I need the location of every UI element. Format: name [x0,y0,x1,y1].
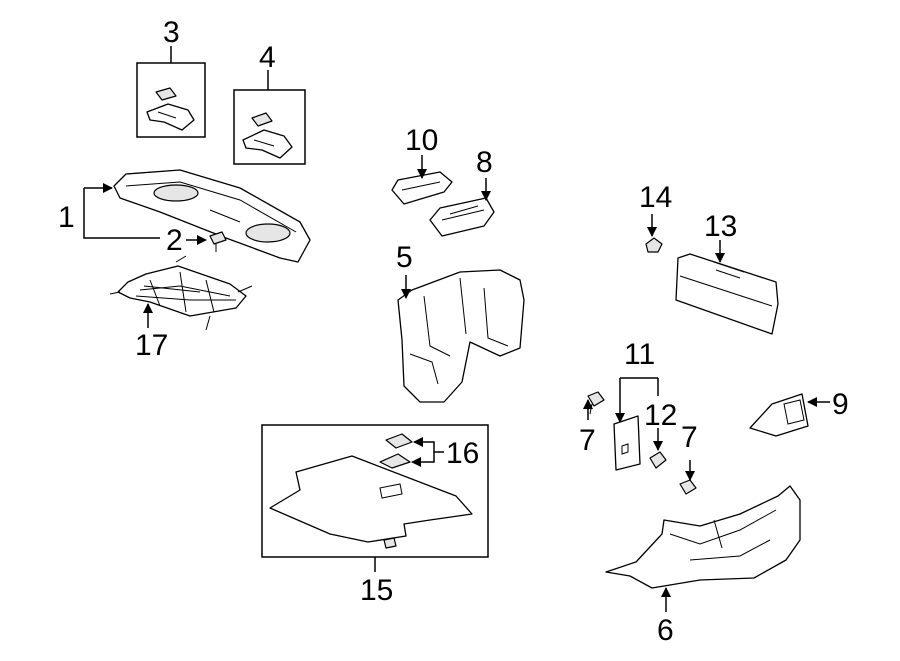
callout-8: 8 [476,146,493,179]
callout-16: 16 [446,437,479,470]
callout-17: 17 [135,329,168,362]
part-16-bracket-upper[interactable] [385,433,413,449]
part-15-fastener[interactable] [383,537,397,549]
callout-9: 9 [832,388,849,421]
callout-6: 6 [657,614,674,647]
callout-5: 5 [396,241,413,274]
part-10-trim-cover[interactable] [391,171,453,205]
part-15-trunk-floor-mat[interactable] [269,455,473,543]
part-3-bracket-box[interactable] [136,62,206,138]
part-16-bracket-lower[interactable] [379,453,411,469]
part-13-trunk-trim-panel[interactable] [675,253,779,335]
part-7-fastener-left[interactable] [587,391,605,415]
part-12-clip[interactable] [649,451,667,469]
part-5-left-quarter-trim[interactable] [397,269,525,403]
callout-11: 11 [624,338,655,371]
callout-2: 2 [166,224,183,257]
part-4-bracket-box[interactable] [233,89,306,165]
part-7-fastener-right[interactable] [679,479,697,495]
callout-1: 1 [58,201,75,234]
callout-7-right: 7 [681,421,698,454]
callout-13: 13 [704,210,737,243]
part-2-clip[interactable] [209,231,227,252]
part-17-cargo-net[interactable] [109,255,253,331]
callout-15: 15 [360,574,393,607]
part-9-bracket[interactable] [749,393,809,437]
callout-10: 10 [405,124,438,157]
part-8-trim-bracket[interactable] [429,197,495,237]
part-1-package-tray[interactable] [113,169,311,263]
part-11-access-panel[interactable] [613,415,641,471]
callout-12: 12 [644,399,677,432]
callout-14: 14 [639,181,672,214]
callout-7-left: 7 [579,424,596,457]
callout-3: 3 [163,16,180,49]
callout-4: 4 [259,41,276,74]
part-14-clip[interactable] [645,237,663,253]
part-6-right-quarter-trim[interactable] [605,485,801,589]
